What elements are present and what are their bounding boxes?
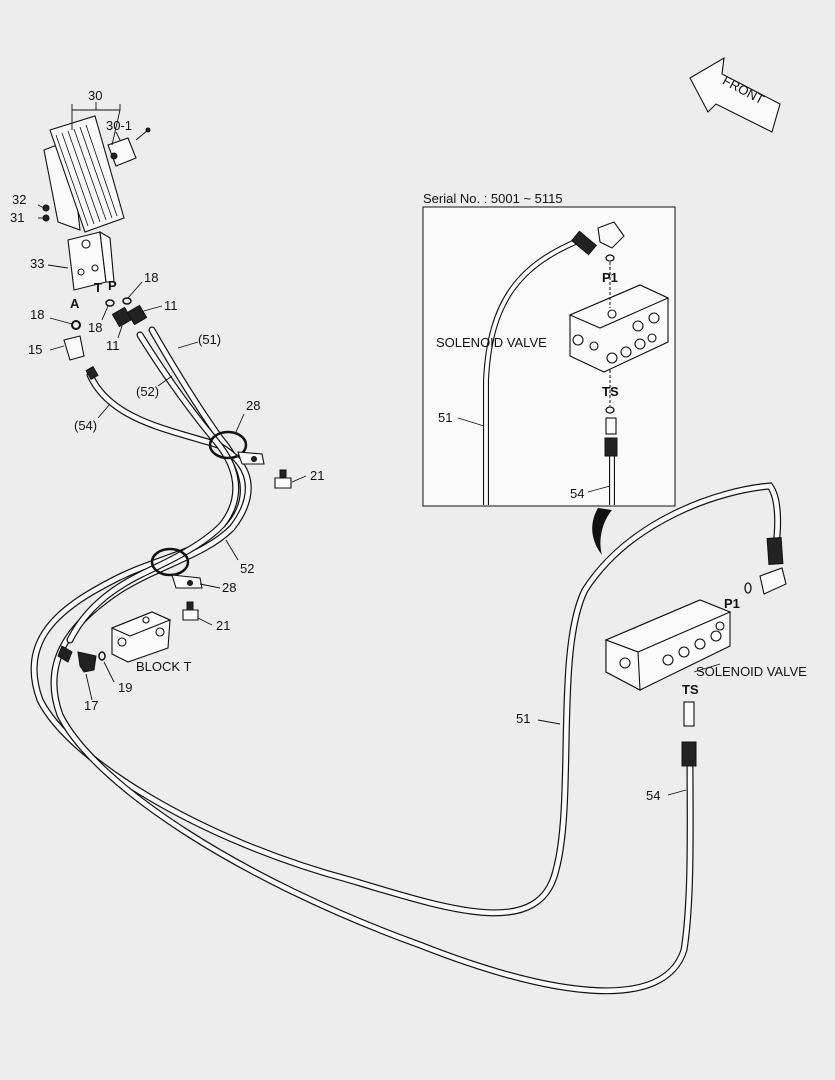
front-arrow: FRONT [689, 56, 781, 133]
label-block-t: BLOCK T [136, 659, 191, 674]
label-54-main: 54 [646, 788, 660, 803]
label-30-1: 30-1 [106, 118, 132, 133]
inset-serial-label: Serial No. : 5001 ~ 5115 [423, 191, 563, 206]
inset-panel: Serial No. : 5001 ~ 5115 [422, 191, 676, 507]
bolt-21-upper [274, 469, 292, 489]
label-solenoid-main: SOLENOID VALVE [696, 664, 807, 679]
o-ring-18-a [71, 320, 81, 330]
label-52: 52 [240, 561, 254, 576]
leader-lines [37, 102, 721, 796]
o-ring-19 [98, 651, 106, 661]
label-15: 15 [28, 342, 42, 357]
clamp-28-upper [208, 430, 265, 465]
label-51-main: 51 [516, 711, 530, 726]
label-port-t: T [94, 280, 102, 295]
label-18-b: 18 [88, 320, 102, 335]
block-t [57, 611, 172, 673]
label-19: 19 [118, 680, 132, 695]
label-30: 30 [88, 88, 102, 103]
label-port-p: P [108, 278, 117, 293]
label-54-paren: (54) [74, 418, 97, 433]
ts-adapter [683, 701, 695, 727]
label-port-a: A [70, 296, 80, 311]
label-inset-solenoid: SOLENOID VALVE [436, 335, 547, 350]
label-inset-51: 51 [438, 410, 452, 425]
callout-labels: 30 30-1 32 31 33 A T P 18 18 18 15 11 11… [10, 88, 807, 803]
label-21-upper: 21 [310, 468, 324, 483]
label-inset-p1: P1 [602, 270, 618, 285]
label-17: 17 [84, 698, 98, 713]
pedal-pad [49, 115, 125, 233]
label-21-lower: 21 [216, 618, 230, 633]
label-18-a: 18 [30, 307, 44, 322]
label-51-paren: (51) [198, 332, 221, 347]
label-32: 32 [12, 192, 26, 207]
clamp-28-lower [150, 547, 203, 589]
solenoid-valve-main [604, 379, 787, 767]
elbow-15 [63, 335, 85, 361]
label-p1-main: P1 [724, 596, 740, 611]
bolt-21-lower [182, 601, 199, 621]
pedal-assembly [42, 115, 151, 291]
label-18-c: 18 [144, 270, 158, 285]
pedal-fittings [63, 297, 148, 381]
label-ts-main: TS [682, 682, 699, 697]
label-28-upper: 28 [246, 398, 260, 413]
label-11-b: 11 [106, 338, 120, 353]
label-inset-ts: TS [602, 384, 619, 399]
hose-bundle [30, 326, 782, 995]
label-inset-54: 54 [570, 486, 584, 501]
connector-11-a [111, 306, 133, 328]
inset-pointer [592, 508, 612, 555]
connector-11-b [126, 304, 148, 326]
label-28-lower: 28 [222, 580, 236, 595]
label-33: 33 [30, 256, 44, 271]
label-11-a: 11 [164, 298, 178, 313]
label-52-paren: (52) [136, 384, 159, 399]
label-31: 31 [10, 210, 24, 225]
tee-fitting-17 [77, 651, 97, 673]
p1-adapter [759, 567, 787, 595]
